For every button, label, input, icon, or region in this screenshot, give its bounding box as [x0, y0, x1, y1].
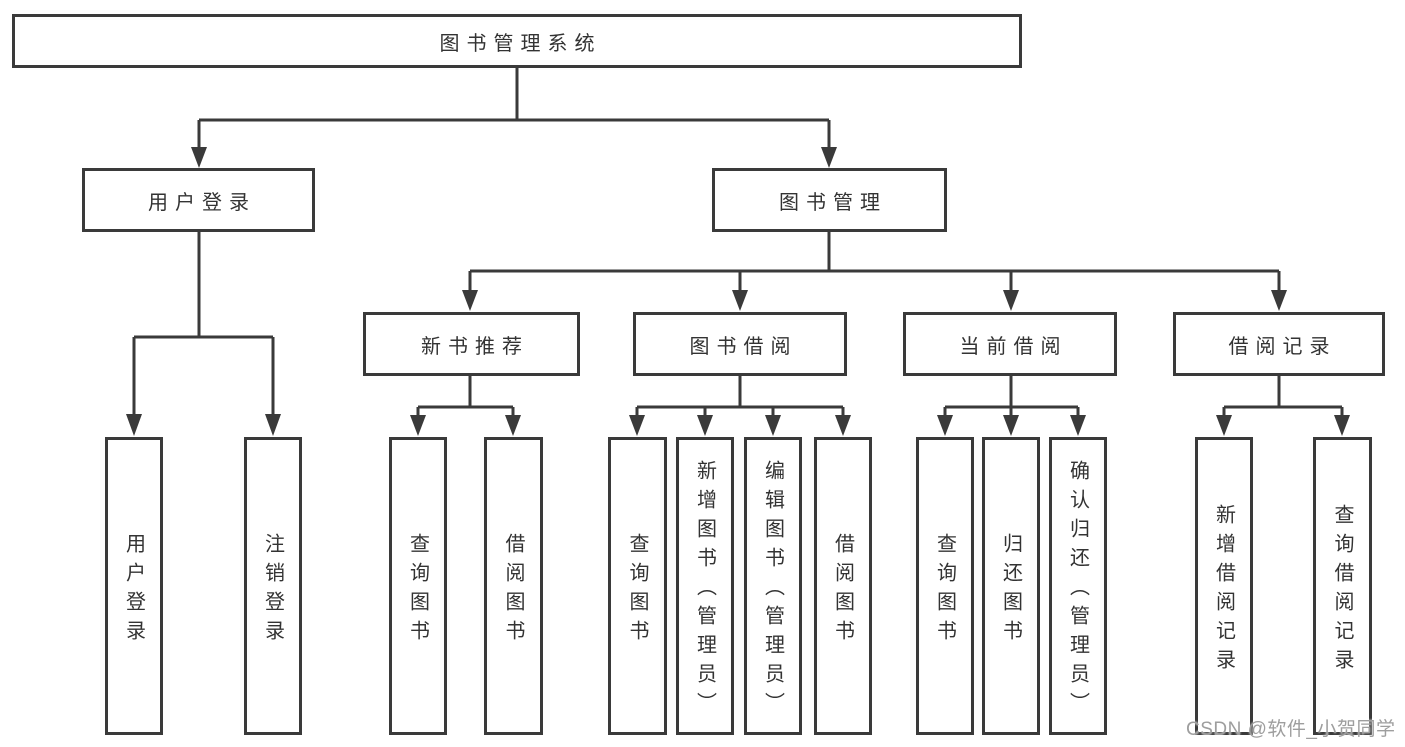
connector-book-management-children [462, 232, 1287, 311]
connector-borrow-records-lines [1222, 376, 1344, 417]
node-root-label: 图书管理系统 [439, 32, 602, 55]
node-book-management: 图书管理 [712, 168, 947, 232]
connector-root-lines [197, 68, 831, 149]
arrowheads-book-borrowing [629, 415, 851, 436]
csdn-watermark: CSDN @软件_小贺同学 [1186, 719, 1396, 740]
leaf-records-query-record: 查询借阅记录 [1313, 437, 1372, 735]
leaf-borrowing-borrow-books-label: 借阅图书 [831, 532, 854, 649]
node-borrow-records-label: 借阅记录 [1228, 335, 1337, 358]
arrowheads-current-borrowing [937, 415, 1086, 436]
connector-new-book-lines [416, 376, 515, 417]
connector-new-book-children [410, 376, 521, 436]
node-current-borrowing: 当前借阅 [903, 312, 1117, 376]
node-new-book-recommend-label: 新书推荐 [421, 335, 529, 358]
arrowheads-new-book [410, 415, 521, 436]
leaf-logout: 注销登录 [244, 437, 302, 735]
leaf-current-confirm-return-admin-label: 确认归还（管理员） [1066, 460, 1089, 721]
arrowheads-root [191, 147, 837, 168]
leaf-recommend-query-books-label: 查询图书 [406, 532, 429, 649]
leaf-records-add-record-label: 新增借阅记录 [1212, 503, 1235, 678]
connector-user-login-children [126, 232, 281, 436]
leaf-current-query-books: 查询图书 [916, 437, 974, 735]
connector-current-borrowing-children [937, 376, 1086, 436]
node-current-borrowing-label: 当前借阅 [959, 335, 1068, 358]
leaf-current-return-books: 归还图书 [982, 437, 1040, 735]
node-book-management-label: 图书管理 [779, 191, 887, 214]
connector-borrow-records-children [1216, 376, 1350, 436]
node-user-login-label: 用户登录 [148, 191, 256, 214]
leaf-logout-label: 注销登录 [261, 532, 284, 649]
leaf-current-return-books-label: 归还图书 [999, 532, 1022, 649]
connector-book-management-lines [468, 232, 1281, 292]
leaf-records-query-record-label: 查询借阅记录 [1331, 503, 1353, 678]
leaf-recommend-borrow-books-label: 借阅图书 [502, 532, 524, 649]
node-new-book-recommend: 新书推荐 [363, 312, 580, 376]
leaf-borrowing-add-books-admin-label: 新增图书（管理员） [693, 460, 716, 721]
leaf-borrowing-query-books: 查询图书 [608, 437, 667, 735]
node-book-borrowing: 图书借阅 [633, 312, 847, 376]
leaf-current-query-books-label: 查询图书 [933, 532, 956, 649]
node-user-login: 用户登录 [82, 168, 315, 232]
leaf-borrowing-add-books-admin: 新增图书（管理员） [676, 437, 734, 735]
leaf-recommend-query-books: 查询图书 [389, 437, 447, 735]
arrowheads-book-management [462, 290, 1287, 311]
connector-root-to-level2 [191, 68, 837, 168]
leaf-borrowing-edit-books-admin: 编辑图书（管理员） [744, 437, 802, 735]
connector-current-borrowing-lines [943, 376, 1080, 417]
arrowheads-user-login [126, 414, 281, 436]
connector-user-login-lines [132, 232, 275, 416]
connector-book-borrowing-lines [635, 376, 845, 417]
leaf-records-add-record: 新增借阅记录 [1195, 437, 1253, 735]
arrowheads-borrow-records [1216, 415, 1350, 436]
connector-book-borrowing-children [629, 376, 851, 436]
leaf-user-login: 用户登录 [105, 437, 163, 735]
leaf-borrowing-query-books-label: 查询图书 [626, 532, 648, 649]
leaf-current-confirm-return-admin: 确认归还（管理员） [1049, 437, 1107, 735]
node-book-borrowing-label: 图书借阅 [689, 335, 798, 358]
node-root: 图书管理系统 [12, 14, 1022, 68]
leaf-borrowing-borrow-books: 借阅图书 [814, 437, 872, 735]
leaf-recommend-borrow-books: 借阅图书 [484, 437, 543, 735]
leaf-user-login-label: 用户登录 [122, 532, 145, 649]
node-borrow-records: 借阅记录 [1173, 312, 1385, 376]
leaf-borrowing-edit-books-admin-label: 编辑图书（管理员） [761, 460, 784, 721]
